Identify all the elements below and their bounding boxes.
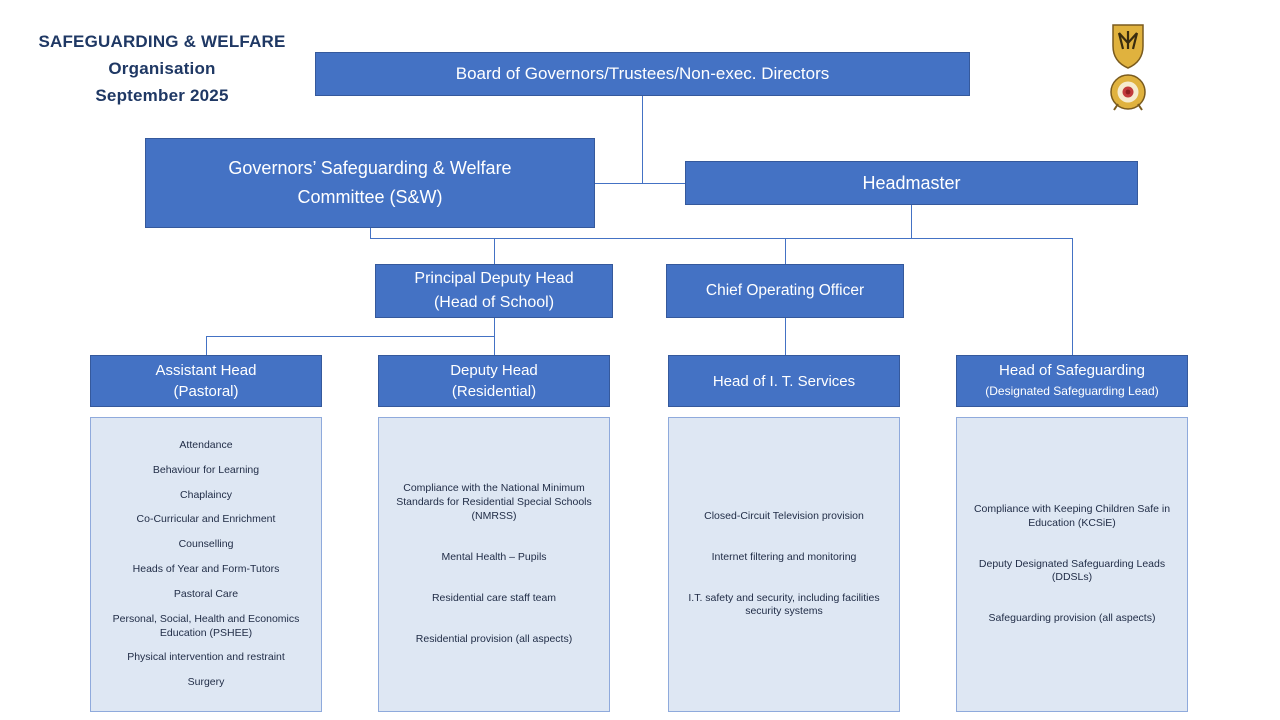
connector-line (494, 238, 495, 264)
node-label: Chief Operating Officer (705, 282, 865, 299)
node-head-of-it-services: Head of I. T. Services (668, 355, 900, 407)
connector-line (370, 228, 371, 239)
responsibility-item: Residential provision (all aspects) (415, 632, 573, 645)
connector-line (911, 205, 912, 239)
responsibility-item: Heads of Year and Form-Tutors (132, 563, 280, 576)
responsibility-item: Behaviour for Learning (152, 463, 260, 476)
responsibility-item: I.T. safety and security, including faci… (688, 591, 880, 618)
connector-line (206, 336, 207, 355)
detail-box-pastoral: Attendance Behaviour for Learning Chapla… (90, 417, 322, 712)
node-label: Board of Governors/Trustees/Non-exec. Di… (455, 64, 830, 83)
connector-line (494, 336, 495, 355)
slide-title: SAFEGUARDING & WELFARE Organisation Sept… (20, 28, 304, 109)
node-governors-committee: Governors’ Safeguarding & Welfare Commit… (145, 138, 595, 228)
slide-title-line1: SAFEGUARDING & WELFARE (38, 32, 286, 51)
node-deputy-head-residential: Deputy Head (Residential) (378, 355, 610, 407)
responsibility-item: Residential care staff team (431, 591, 557, 604)
connector-line (785, 238, 786, 264)
connector-line (494, 318, 495, 336)
node-label-line1: Deputy Head (450, 362, 538, 379)
responsibility-item: Surgery (187, 676, 225, 689)
node-headmaster: Headmaster (685, 161, 1138, 205)
node-label-line2: (Pastoral) (173, 383, 239, 400)
node-label-line1: Governors’ Safeguarding & Welfare (228, 158, 512, 178)
node-board-of-governors: Board of Governors/Trustees/Non-exec. Di… (315, 52, 970, 96)
node-head-of-safeguarding: Head of Safeguarding (Designated Safegua… (956, 355, 1188, 407)
node-label: Headmaster (862, 172, 961, 193)
responsibility-item: Compliance with Keeping Children Safe in… (973, 502, 1171, 529)
detail-box-it-services: Closed-Circuit Television provision Inte… (668, 417, 900, 712)
connector-line (642, 96, 643, 183)
responsibility-item: Compliance with the National Minimum Sta… (396, 482, 592, 523)
node-label-line1: Principal Deputy Head (414, 270, 574, 287)
responsibility-item: Physical intervention and restraint (127, 651, 285, 664)
responsibility-item: Pastoral Care (173, 587, 239, 600)
responsibility-item: Deputy Designated Safeguarding Leads (DD… (978, 557, 1166, 584)
connector-line (595, 183, 685, 184)
node-assistant-head-pastoral: Assistant Head (Pastoral) (90, 355, 322, 407)
node-principal-deputy-head: Principal Deputy Head (Head of School) (375, 264, 613, 318)
crest-graphic (1110, 24, 1146, 111)
detail-box-residential: Compliance with the National Minimum Sta… (378, 417, 610, 712)
connector-line (785, 318, 786, 355)
node-label-line1: Head of Safeguarding (999, 362, 1145, 379)
responsibility-item: Mental Health – Pupils (441, 551, 547, 563)
responsibility-item: Safeguarding provision (all aspects) (988, 612, 1156, 625)
responsibility-item: Co-Curricular and Enrichment (136, 513, 276, 526)
node-label: Head of I. T. Services (712, 372, 856, 390)
responsibility-item: Closed-Circuit Television provision (704, 509, 864, 522)
responsibility-item: Chaplaincy (180, 488, 232, 501)
node-label-line2: (Residential) (451, 383, 537, 400)
school-crest-logo (1096, 22, 1160, 114)
detail-box-safeguarding: Compliance with Keeping Children Safe in… (956, 417, 1188, 712)
node-chief-operating-officer: Chief Operating Officer (666, 264, 904, 318)
node-label-line2: (Head of School) (433, 294, 555, 311)
node-label-line2: Committee (S&W) (297, 187, 443, 207)
responsibility-item: Counselling (178, 538, 234, 551)
responsibility-item: Personal, Social, Health and Economics E… (112, 612, 300, 639)
connector-line (1072, 238, 1073, 355)
node-label-line1: Assistant Head (155, 362, 257, 379)
slide-title-line2: Organisation (108, 59, 216, 78)
connector-line (370, 238, 1073, 239)
node-label-line2: (Designated Safeguarding Lead) (985, 384, 1159, 398)
responsibility-item: Internet filtering and monitoring (711, 550, 857, 563)
responsibility-item: Attendance (179, 438, 233, 451)
slide-title-line3: September 2025 (95, 86, 229, 105)
connector-line (206, 336, 495, 337)
